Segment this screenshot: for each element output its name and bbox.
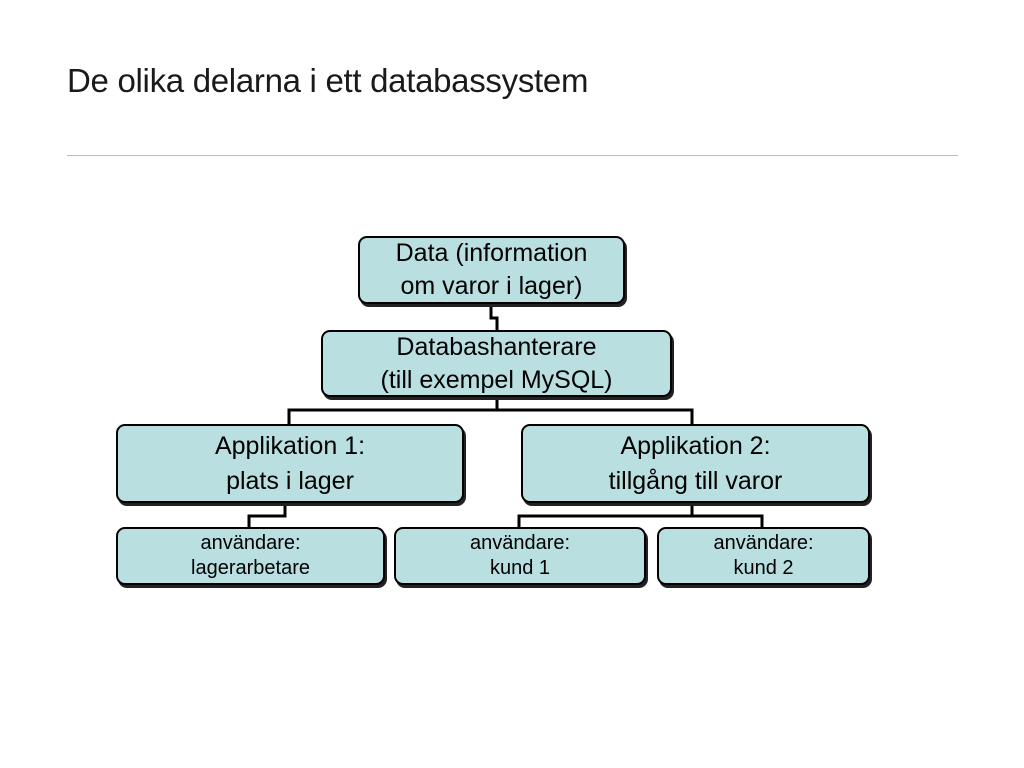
connector-app2-users [517, 503, 764, 527]
dbms-node: Databashanterare (till exempel MySQL) [321, 330, 672, 397]
application-2-line2: tillgång till varor [608, 466, 783, 495]
user-2-line2: kund 1 [489, 557, 551, 579]
user-3-line1: användare: [713, 532, 814, 554]
dbms-node-line1: Databashanterare [396, 332, 597, 361]
application-1-node: Applikation 1: plats i lager [116, 424, 464, 503]
user-2-line1: användare: [469, 532, 571, 554]
data-node-line2: om varor i lager) [400, 272, 583, 300]
user-1-line2: lagerarbetare [191, 557, 310, 579]
user-3-line2: kund 2 [733, 557, 794, 579]
connector-data-dbms [489, 304, 499, 330]
user-customer-1-node: användare: kund 1 [394, 527, 646, 585]
user-1-line1: användare: [200, 532, 301, 554]
connector-dbms-apps [287, 397, 694, 424]
application-1-line2: plats i lager [226, 466, 354, 495]
application-1-line1: Applikation 1: [214, 431, 366, 460]
user-warehouse-worker-node: användare: lagerarbetare [116, 527, 385, 585]
application-2-line1: Applikation 2: [620, 431, 771, 460]
connector-app1-user1 [247, 503, 287, 527]
title-divider [67, 155, 958, 156]
dbms-node-line2: (till exempel MySQL) [380, 365, 613, 394]
data-node: Data (information om varor i lager) [358, 236, 625, 304]
slide-title: De olika delarna i ett databassystem [67, 62, 589, 99]
application-2-node: Applikation 2: tillgång till varor [521, 424, 870, 503]
data-node-line1: Data (information [395, 239, 588, 267]
user-customer-2-node: användare: kund 2 [657, 527, 870, 585]
